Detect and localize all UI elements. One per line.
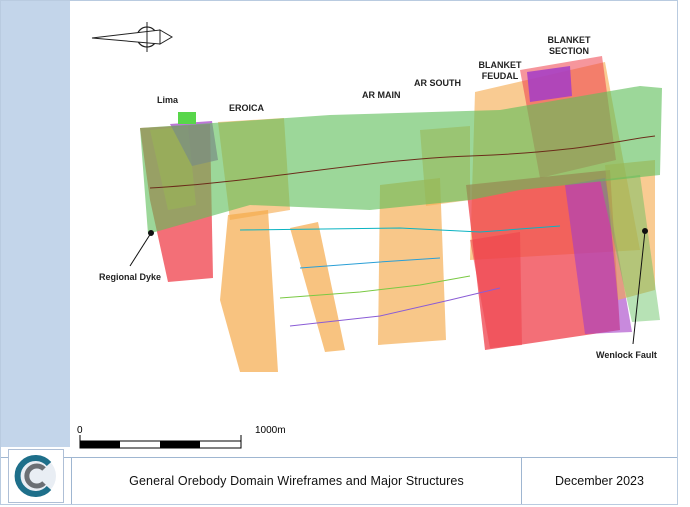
scale-unit: m [277,425,286,436]
label-ar-south: AR SOUTH [414,78,461,88]
footer-bar: General Orebody Domain Wireframes and Ma… [1,457,677,504]
label-regional-dyke: Regional Dyke [99,272,162,282]
scale-start-label: 0 [77,425,83,436]
scale-end-label: 1000m [255,425,286,436]
label-lima: Lima [157,95,179,105]
label-blanket-feudal: BLANKET FEUDAL [478,60,522,82]
logo-icon [14,455,56,497]
label-blanket-section-line2: SECTION [548,46,589,56]
figure-date: December 2023 [555,474,644,488]
figure-title: General Orebody Domain Wireframes and Ma… [71,458,522,504]
label-eroica: EROICA [229,103,265,113]
regional-dyke [140,86,662,322]
label-wenlock-fault: Wenlock Fault [596,350,657,360]
label-blanket-section: BLANKET SECTION [545,35,593,57]
callout-lines [129,228,648,345]
label-blanket-section-line1: BLANKET [547,35,591,45]
scale-end-value: 1000 [255,425,278,436]
label-blanket-feudal-line1: BLANKET [478,60,522,70]
label-blanket-feudal-line2: FEUDAL [481,71,519,81]
underground-drives [149,135,656,327]
label-ar-main: AR MAIN [362,90,401,100]
scale-bar [79,435,242,449]
company-logo [8,449,64,503]
left-side-band [1,1,70,447]
north-arrow-icon [91,22,173,52]
